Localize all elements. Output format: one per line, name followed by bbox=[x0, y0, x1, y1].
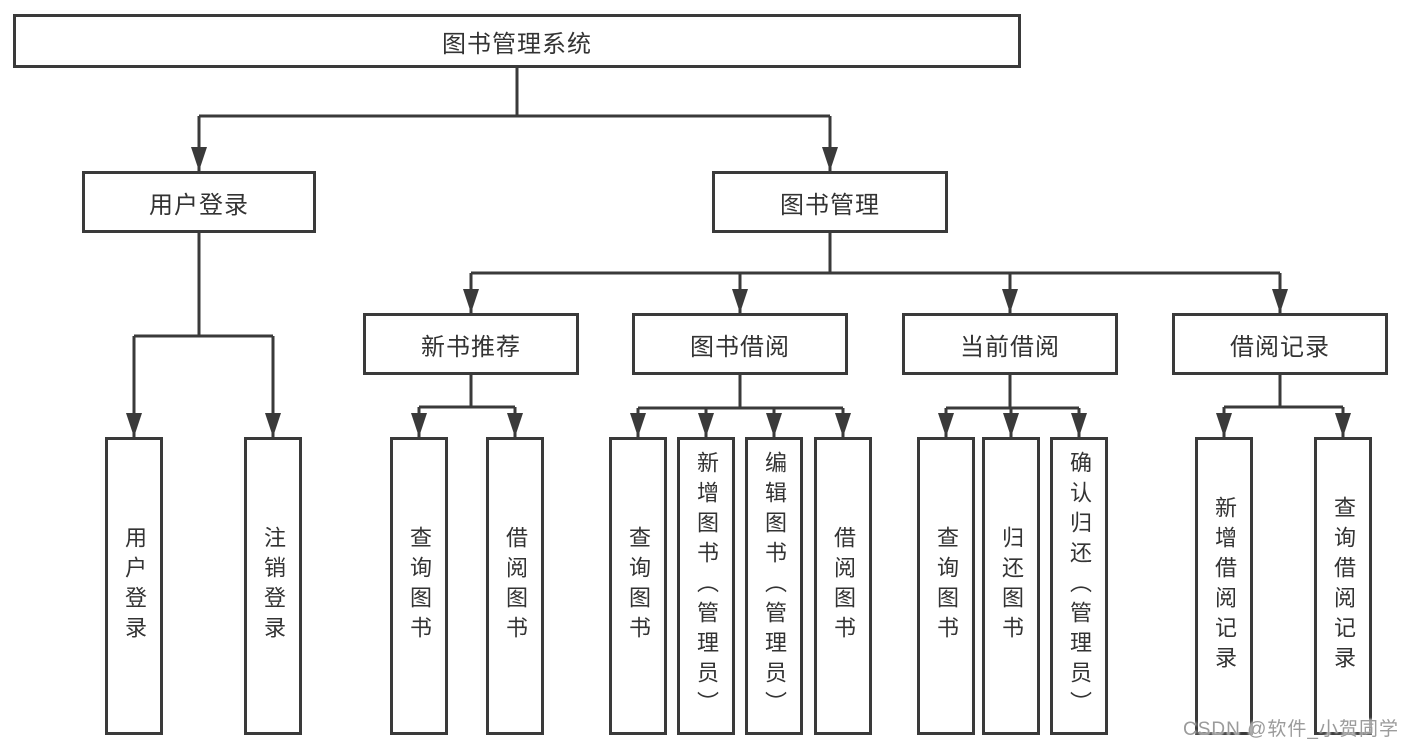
leaf-add-borrow-record: 新增借阅记录 bbox=[1195, 437, 1253, 735]
leaf-add-borrow-record-label: 新增借阅记录 bbox=[1212, 496, 1237, 676]
leaf-query-books-2-label: 查询图书 bbox=[626, 526, 651, 646]
leaf-borrow-books-1-label: 借阅图书 bbox=[503, 526, 528, 646]
leaf-edit-book-admin-label: 编辑图书（管理员） bbox=[762, 451, 787, 721]
leaf-confirm-return-admin-label: 确认归还（管理员） bbox=[1067, 451, 1092, 721]
root-node: 图书管理系统 bbox=[13, 14, 1021, 68]
leaf-borrow-books-2-label: 借阅图书 bbox=[831, 526, 856, 646]
node-book-management: 图书管理 bbox=[712, 171, 948, 233]
leaf-add-book-admin: 新增图书（管理员） bbox=[677, 437, 735, 735]
leaf-borrow-books-2: 借阅图书 bbox=[814, 437, 872, 735]
watermark: CSDN @软件_小贺同学 bbox=[1183, 719, 1399, 740]
leaf-query-books-1-label: 查询图书 bbox=[407, 526, 432, 646]
leaf-query-borrow-record-label: 查询借阅记录 bbox=[1331, 496, 1356, 676]
leaf-user-login: 用户登录 bbox=[105, 437, 163, 735]
leaf-user-login-label: 用户登录 bbox=[122, 526, 147, 646]
node-book-borrow: 图书借阅 bbox=[632, 313, 848, 375]
node-borrow-records: 借阅记录 bbox=[1172, 313, 1388, 375]
leaf-query-books-2: 查询图书 bbox=[609, 437, 667, 735]
leaf-query-borrow-record: 查询借阅记录 bbox=[1314, 437, 1372, 735]
leaf-confirm-return-admin: 确认归还（管理员） bbox=[1050, 437, 1108, 735]
node-user-login: 用户登录 bbox=[82, 171, 316, 233]
leaf-query-books-3: 查询图书 bbox=[917, 437, 975, 735]
leaf-add-book-admin-label: 新增图书（管理员） bbox=[694, 451, 719, 721]
leaf-logout-label: 注销登录 bbox=[261, 526, 286, 646]
leaf-borrow-books-1: 借阅图书 bbox=[486, 437, 544, 735]
node-current-borrow: 当前借阅 bbox=[902, 313, 1118, 375]
leaf-query-books-1: 查询图书 bbox=[390, 437, 448, 735]
leaf-return-book: 归还图书 bbox=[982, 437, 1040, 735]
node-new-book-recommend: 新书推荐 bbox=[363, 313, 579, 375]
leaf-query-books-3-label: 查询图书 bbox=[934, 526, 959, 646]
leaf-return-book-label: 归还图书 bbox=[999, 526, 1024, 646]
leaf-edit-book-admin: 编辑图书（管理员） bbox=[745, 437, 803, 735]
leaf-logout: 注销登录 bbox=[244, 437, 302, 735]
